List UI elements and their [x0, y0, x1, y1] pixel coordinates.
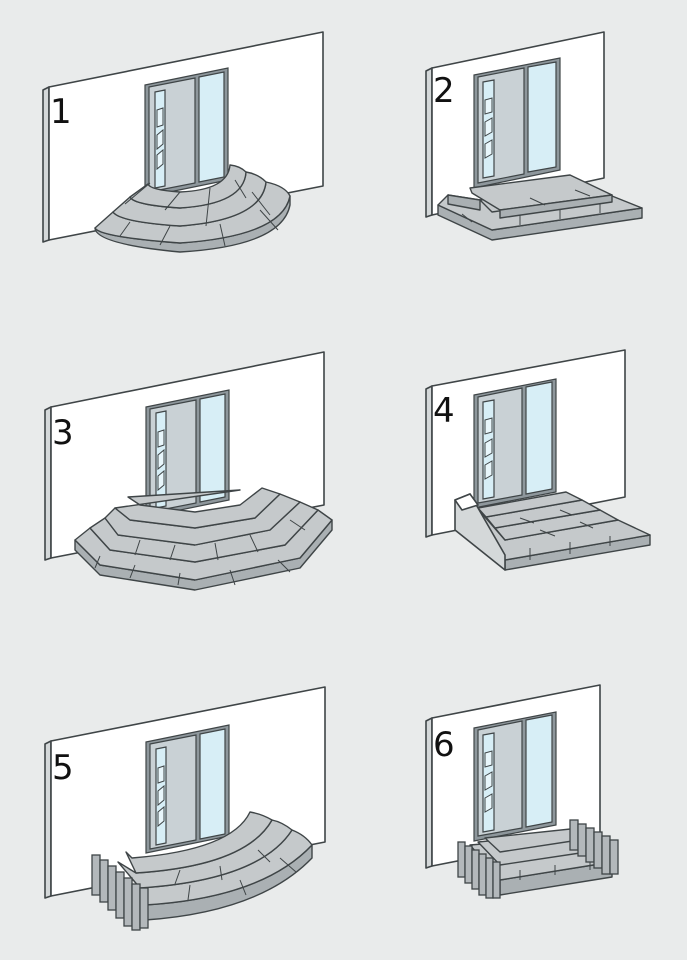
panel-2: 2 [425, 31, 643, 241]
door [144, 67, 229, 198]
stairs [454, 491, 651, 571]
post-edging [457, 819, 619, 899]
panel-number: 2 [433, 71, 455, 111]
door [473, 711, 557, 842]
post-edging [91, 854, 149, 931]
door [473, 378, 557, 509]
panel-number: 6 [433, 725, 455, 765]
panel-4: 4 [425, 349, 651, 571]
panel-1: 1 [42, 31, 324, 253]
stairs [94, 164, 291, 253]
panel-3: 3 [44, 351, 333, 591]
panel-number: 4 [433, 391, 455, 431]
door [473, 57, 561, 189]
panel-number: 5 [52, 748, 74, 788]
door [145, 389, 230, 518]
door [145, 724, 230, 854]
panel-number: 1 [50, 92, 72, 132]
stairs [74, 487, 333, 591]
panel-5: 5 [44, 686, 326, 931]
panel-number: 3 [52, 413, 74, 453]
stairs [457, 819, 619, 899]
stairs [91, 811, 313, 931]
stairs [437, 174, 643, 241]
panel-6: 6 [425, 684, 619, 899]
